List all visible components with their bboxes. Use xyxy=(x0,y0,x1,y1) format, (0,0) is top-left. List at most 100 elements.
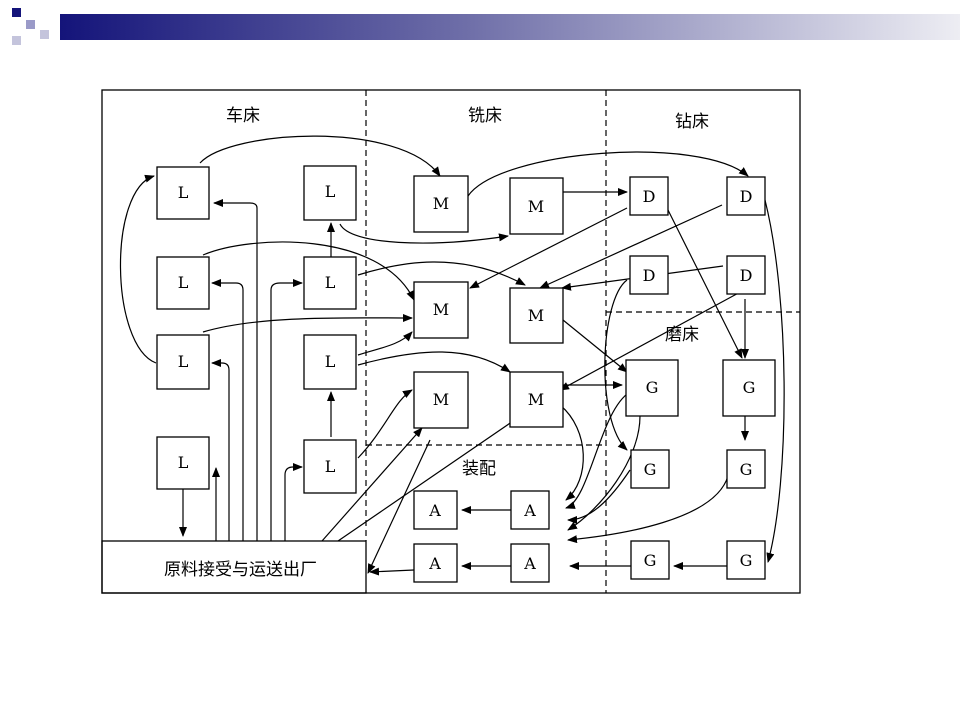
flow-dock-to-lathe-7 xyxy=(284,463,303,541)
grinding-node-2[interactable]: G xyxy=(722,359,776,417)
grinding-node-5[interactable]: G xyxy=(630,540,670,580)
flow-drill-to-mill-1 xyxy=(469,207,628,289)
flow-grind-to-assembly-5 xyxy=(567,415,641,531)
milling-node-label: M xyxy=(433,390,449,409)
lathe-node-label: L xyxy=(325,273,336,292)
lathe-node-label: L xyxy=(178,352,189,371)
milling-node-label: M xyxy=(528,306,544,325)
lathe-node-2[interactable]: L xyxy=(156,256,210,310)
drilling-node-label: D xyxy=(643,187,656,206)
milling-machines: M M M M M M xyxy=(413,175,564,429)
grinding-node-label: G xyxy=(740,551,753,570)
grinding-node-label: G xyxy=(740,460,753,479)
milling-node-5[interactable]: M xyxy=(413,371,469,429)
lathe-node-label: L xyxy=(325,182,336,201)
flow-lathe-to-mill-6 xyxy=(357,351,511,373)
flow-drill-to-grind-3 xyxy=(604,279,628,451)
banner-square-1 xyxy=(12,8,21,17)
grinding-node-label: G xyxy=(644,551,657,570)
assembly-node-label: A xyxy=(523,554,536,573)
assembly-node-1[interactable]: A xyxy=(413,490,458,530)
flow-dock-to-mill-2 xyxy=(337,416,520,542)
flow-assembly-to-dock-2 xyxy=(369,567,415,576)
assembly-node-4[interactable]: A xyxy=(510,543,550,583)
flow-lathe-to-mill-4 xyxy=(357,261,526,286)
flow-drill-to-grind-4 xyxy=(764,199,785,563)
flow-mill-to-grind-2 xyxy=(562,319,628,373)
lathe-node-label: L xyxy=(325,457,336,476)
flow-drill-to-mill-4 xyxy=(559,289,745,391)
flow-lathe-to-mill-2 xyxy=(202,241,415,301)
banner-square-4 xyxy=(12,36,21,45)
lathe-node-7[interactable]: L xyxy=(303,334,357,390)
milling-node-4[interactable]: M xyxy=(509,287,564,344)
zone-label-drilling: 钻床 xyxy=(675,112,709,132)
lathe-node-6[interactable]: L xyxy=(303,256,357,310)
lathe-node-3[interactable]: L xyxy=(156,334,210,390)
flow-lathe-to-mill-5 xyxy=(357,331,413,356)
assembly-node-2[interactable]: A xyxy=(510,490,550,530)
milling-node-label: M xyxy=(433,194,449,213)
milling-node-1[interactable]: M xyxy=(413,175,469,233)
flow-grind-to-assembly-3 xyxy=(567,469,631,524)
drilling-node-2[interactable]: D xyxy=(726,176,766,216)
zone-label-grinding: 磨床 xyxy=(665,325,699,345)
grinding-node-label: G xyxy=(646,378,659,397)
lathe-node-4[interactable]: L xyxy=(156,436,210,490)
milling-node-label: M xyxy=(528,197,544,216)
lathe-node-1[interactable]: L xyxy=(156,166,210,220)
grinding-node-label: G xyxy=(644,460,657,479)
assembly-node-3[interactable]: A xyxy=(413,543,458,583)
lathe-node-label: L xyxy=(178,453,189,472)
drilling-node-1[interactable]: D xyxy=(629,176,669,216)
banner-square-3 xyxy=(40,30,49,39)
milling-node-label: M xyxy=(528,390,544,409)
milling-node-2[interactable]: M xyxy=(509,177,564,235)
lathe-node-5[interactable]: L xyxy=(303,165,357,221)
lathe-node-8[interactable]: L xyxy=(303,439,357,494)
drilling-node-3[interactable]: D xyxy=(629,255,669,295)
grinding-machines: G G G G G G xyxy=(625,359,776,580)
flow-mill-to-assembly xyxy=(559,404,584,501)
zone-label-lathe: 车床 xyxy=(226,106,260,126)
flow-grind-to-assembly-4 xyxy=(567,475,729,544)
flow-lathe-loop xyxy=(119,174,157,364)
flow-mill-to-drill-2 xyxy=(467,151,749,197)
flow-arrows xyxy=(119,135,785,576)
flow-drill-to-grind-1 xyxy=(666,207,743,359)
grinding-node-4[interactable]: G xyxy=(726,449,766,489)
drilling-node-4[interactable]: D xyxy=(726,255,766,295)
dock-area xyxy=(101,540,367,594)
flow-lathe-to-mill-3 xyxy=(202,313,413,333)
grinding-node-3[interactable]: G xyxy=(630,449,670,489)
flow-lathe-to-mill-8 xyxy=(357,389,413,459)
flow-assembly-to-dock xyxy=(367,439,431,574)
flow-dock-to-lathe-4 xyxy=(211,279,244,541)
banner-square-2 xyxy=(26,20,35,29)
flow-drill-to-mill-2 xyxy=(539,204,723,289)
grinding-node-6[interactable]: G xyxy=(726,540,766,580)
drilling-machines: D D D D xyxy=(629,176,766,295)
grinding-node-1[interactable]: G xyxy=(625,359,679,417)
flow-dock-to-mill-1 xyxy=(321,427,423,542)
milling-node-label: M xyxy=(433,300,449,319)
lathe-machines: L L L L L L L L xyxy=(156,165,357,494)
grinding-node-label: G xyxy=(743,378,756,397)
drilling-node-label: D xyxy=(643,266,656,285)
assembly-node-label: A xyxy=(428,501,441,520)
milling-node-6[interactable]: M xyxy=(509,371,564,428)
drilling-node-label: D xyxy=(740,187,753,206)
flow-dock-to-lathe-6 xyxy=(270,279,303,541)
lathe-node-label: L xyxy=(325,352,336,371)
lathe-node-label: L xyxy=(178,273,189,292)
flow-lathe-to-mill-7 xyxy=(339,223,509,244)
slide-banner xyxy=(12,8,960,45)
banner-bar xyxy=(60,14,960,40)
flow-dock-to-lathe-3 xyxy=(211,359,230,541)
drilling-node-label: D xyxy=(740,266,753,285)
zone-label-milling: 铣床 xyxy=(468,106,502,126)
assembly-node-label: A xyxy=(523,501,536,520)
lathe-node-label: L xyxy=(178,183,189,202)
milling-node-3[interactable]: M xyxy=(413,281,469,339)
